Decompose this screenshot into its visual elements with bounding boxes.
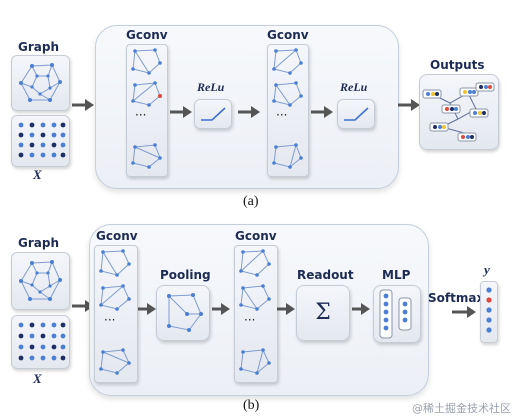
graph-label: Graph [18,40,59,54]
relu-box-1 [194,99,232,129]
arrow-icon [138,303,156,315]
feature-matrix-card [11,115,70,167]
arrow-icon [170,106,192,118]
arrow-icon [238,106,260,118]
ellipsis: ··· [276,108,288,122]
arrow-icon [311,106,333,118]
arrow-icon [352,303,370,315]
gconv-stack-1 [94,245,138,383]
graph-label: Graph [18,236,59,250]
outputs-label: Outputs [430,58,485,72]
gconv-label-2: Gconv [235,229,277,243]
input-graph-icon [19,63,62,102]
sum-symbol: Σ [315,300,331,325]
relu-label-2: ReLu [340,80,368,94]
gconv-stack-1 [126,44,168,177]
relu-box-2 [337,99,375,129]
y-label: y [484,262,490,277]
caption-b: (b) [243,398,260,413]
caption-a: (a) [243,194,259,209]
input-graph-card [11,252,70,310]
arrow-icon [212,303,230,315]
feature-matrix-card [11,315,70,369]
readout-box: Σ [296,285,350,341]
readout-label: Readout [297,268,354,282]
relu-curve-icon [344,107,369,121]
output-vector-icon [486,287,492,333]
relu-label-1: ReLu [197,80,225,94]
graph-stack-icon [239,249,271,375]
outputs-card [419,74,499,150]
output-graph-icon [422,82,495,142]
arrow-icon [72,99,94,111]
watermark: @稀土掘金技术社区 [412,402,511,415]
pooled-graph-icon [167,293,203,332]
softmax-label: Softmax [428,291,485,305]
mlp-label: MLP [382,268,411,282]
ellipsis: ··· [244,313,256,327]
gconv-stack-2 [267,44,309,177]
mlp-layers-icon [379,289,412,339]
arrow-icon [277,303,295,315]
arrow-icon [452,306,476,318]
feature-matrix-icon [18,322,66,361]
feature-x-label: X [33,167,42,182]
gconv-label-1: Gconv [96,229,138,243]
graph-stack-icon [99,249,131,375]
gconv-label-2: Gconv [267,28,309,42]
feature-x-label: X [33,371,42,386]
ellipsis: ··· [104,313,116,327]
gconv-stack-2 [234,245,278,383]
output-vector [480,281,498,343]
pooling-label: Pooling [160,268,211,282]
graph-stack-icon [131,48,162,169]
mlp-box [373,285,421,343]
relu-curve-icon [201,107,226,121]
gconv-label-1: Gconv [126,28,168,42]
pooling-box [156,285,210,341]
input-graph-icon [19,260,62,301]
ellipsis: ··· [135,108,147,122]
arrow-icon [398,99,420,111]
feature-matrix-icon [18,122,66,158]
graph-stack-icon [272,48,303,169]
input-graph-card [11,55,70,111]
